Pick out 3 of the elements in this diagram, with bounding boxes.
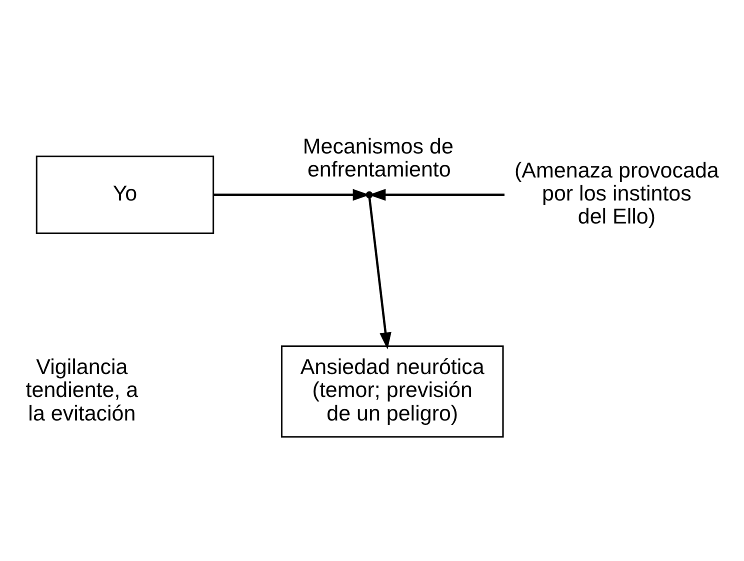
label: Vigilancia tendiente, a la evitación bbox=[26, 355, 138, 426]
node-text: (Amenaza provocada por los instintos del Ello) bbox=[514, 158, 719, 229]
edge-label: Mecanismos de enfrentamiento bbox=[302, 134, 454, 182]
